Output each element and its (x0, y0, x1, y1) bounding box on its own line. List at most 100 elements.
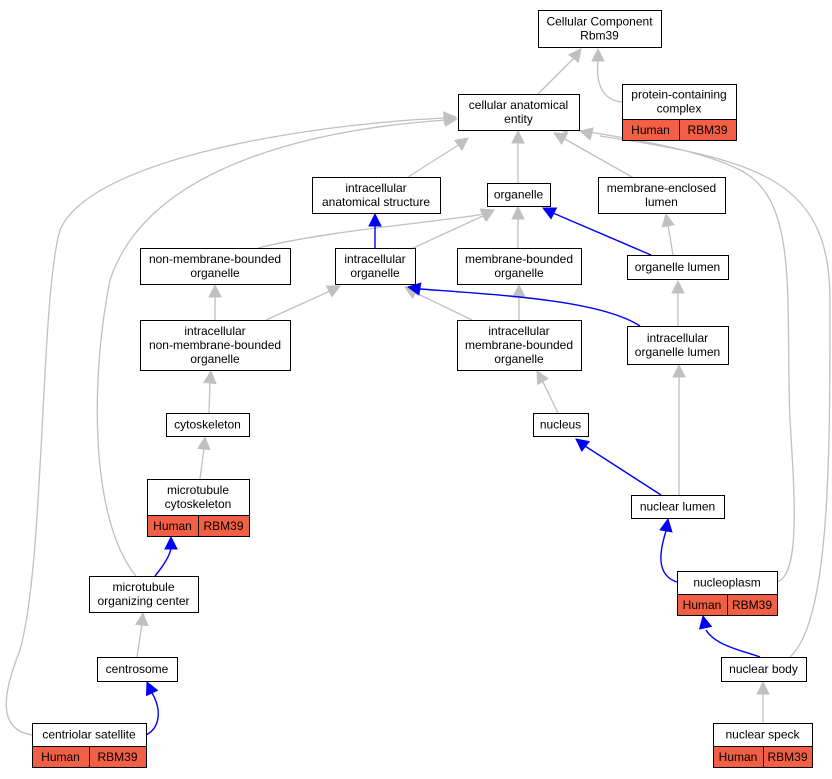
edge-arrowhead (453, 137, 469, 151)
edge-nuclear-body-to-cellular-anatomical-entity (578, 127, 831, 658)
edge-arrowhead (511, 129, 525, 144)
edge-arrowhead (567, 48, 582, 64)
node-box (335, 248, 416, 285)
edge-line (584, 445, 662, 496)
node-label-line: lumen (645, 195, 678, 209)
edge-nucleoplasm-to-nuclear-lumen (659, 517, 678, 583)
node-box (97, 657, 178, 682)
edge-line (599, 135, 831, 658)
node-label-line: intracellular (488, 324, 549, 338)
annotation-gene-cell (763, 746, 813, 768)
edge-line (145, 692, 159, 736)
edge-line (537, 57, 575, 95)
edge-arrowhead (164, 535, 178, 550)
node-box (166, 413, 250, 437)
edge-arrowhead (671, 279, 685, 294)
node-label-line: cellular anatomical (469, 98, 568, 112)
node-label-line: microtubule (167, 483, 229, 497)
node-label-line: organelle (494, 188, 544, 202)
node-label-line: organelle (494, 352, 544, 366)
edge-line (552, 212, 652, 256)
edge-line (541, 379, 559, 414)
edge-line (265, 290, 331, 321)
annotation-gene: RBM39 (203, 519, 243, 533)
edge-intracellular-non-membrane-bounded-organelle-to-intracellular-organelle (265, 285, 341, 321)
annotation-gene-cell (727, 594, 778, 616)
node-box (89, 576, 199, 613)
edge-arrowhead (368, 212, 382, 227)
node-intracellular-non-membrane-bounded-organelle[interactable]: intracellularnon-membrane-boundedorganel… (140, 320, 291, 371)
edge-line (199, 447, 205, 480)
node-cytoskeleton[interactable]: cytoskeleton (166, 413, 250, 437)
node-box (622, 84, 737, 120)
node-organelle[interactable]: organelle (487, 183, 551, 207)
node-label-line: centrosome (106, 662, 169, 676)
node-label-line: organelle (190, 352, 240, 366)
edge-arrowhead (325, 285, 341, 298)
edges-layer (5, 47, 831, 736)
node-nucleus[interactable]: nucleus (533, 413, 589, 437)
edge-intracellular-organelle-lumen-to-intracellular-organelle (406, 282, 641, 327)
node-box (312, 177, 441, 214)
edge-nuclear-lumen-to-intracellular-organelle-lumen (672, 363, 686, 495)
node-nuclear-body[interactable]: nuclear body (721, 657, 807, 682)
annotation-gene: RBM39 (687, 123, 727, 137)
node-label-line: non-membrane-bounded (149, 338, 281, 352)
node-centrosome[interactable]: centrosome (97, 657, 178, 682)
annotation-species: Human (41, 750, 80, 764)
edge-intracellular-organelle-lumen-to-organelle-lumen (671, 279, 685, 326)
node-label-line: complex (657, 102, 702, 116)
node-box (140, 248, 291, 285)
edge-line (567, 127, 795, 583)
edge-arrowhead (536, 370, 550, 386)
node-box (721, 657, 807, 682)
edge-arrowhead (698, 614, 713, 630)
edge-arrowhead (135, 611, 149, 627)
edge-line (407, 143, 461, 178)
node-nuclear-lumen[interactable]: nuclear lumen (631, 495, 725, 519)
node-label-line: organizing center (97, 594, 189, 608)
node-label-line: anatomical structure (322, 195, 430, 209)
node-label-line: cytoskeleton (174, 418, 241, 432)
node-organelle-lumen[interactable]: organelle lumen (627, 255, 729, 280)
edge-arrowhead (145, 680, 159, 697)
node-label-line: entity (504, 112, 533, 126)
edge-line (154, 547, 172, 577)
edge-cytoskeleton-to-intracellular-non-membrane-bounded-organelle (203, 369, 217, 414)
node-box (538, 10, 662, 48)
edge-centriolar-satellite-to-centrosome (145, 680, 159, 736)
edge-arrowhead (203, 369, 217, 385)
edge-arrowhead (659, 517, 673, 533)
node-label-line: microtubule (112, 580, 174, 594)
node-label-line: organelle lumen (635, 345, 720, 359)
node-box (458, 94, 580, 131)
edge-line (660, 530, 678, 583)
node-label-line: intracellular (184, 324, 245, 338)
edge-line (419, 288, 641, 327)
edge-arrowhead (541, 207, 558, 220)
node-label-line: centriolar satellite (42, 728, 136, 742)
node-box (457, 320, 582, 371)
edge-line (96, 119, 447, 577)
edge-intracellular-organelle-to-intracellular-anatomical-structure (368, 212, 382, 248)
node-label-line: membrane-bounded (465, 252, 573, 266)
edge-arrowhead (406, 282, 422, 296)
edge-membrane-bounded-organelle-to-organelle (511, 205, 525, 248)
node-label-line: organelle lumen (635, 260, 720, 274)
